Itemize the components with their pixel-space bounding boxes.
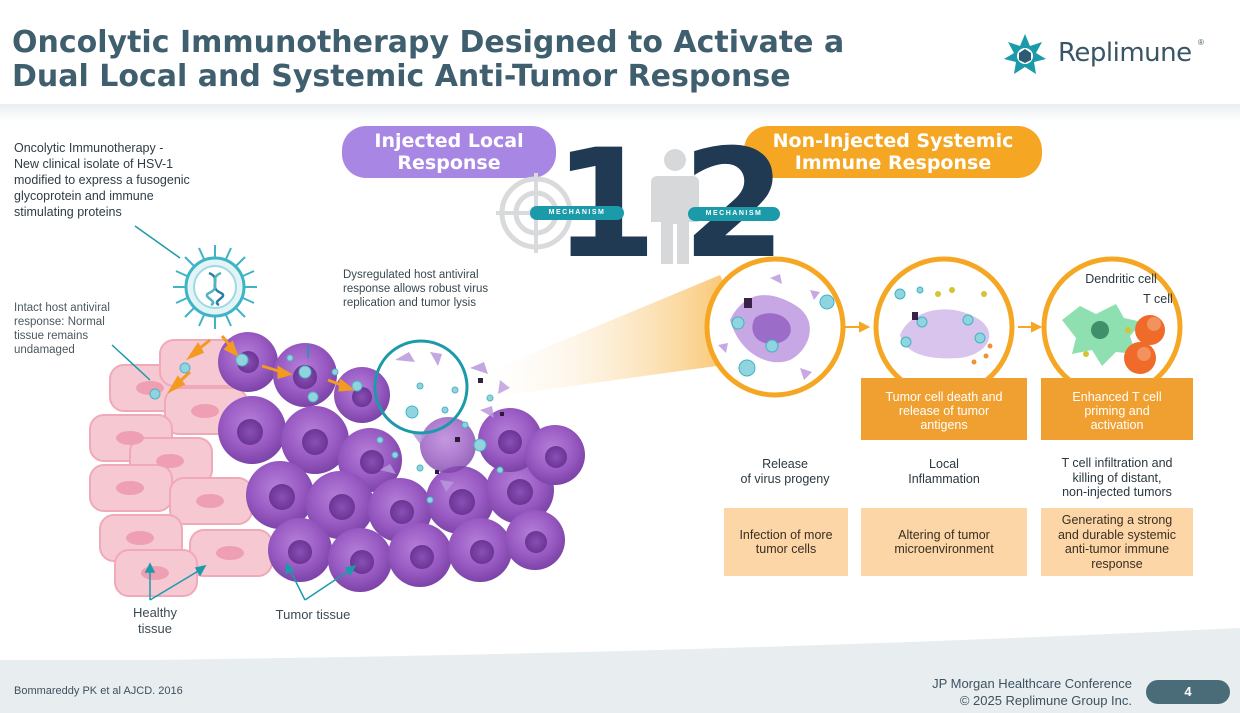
virus-note-line: glycoprotein and immune <box>14 189 154 203</box>
dendritic-cell-label: Dendritic cell <box>1085 272 1157 286</box>
local-inflammation-label: Local Inflammation <box>874 457 1014 486</box>
label-line: T cell infiltration and <box>1061 456 1173 470</box>
host-note-line: undamaged <box>14 344 75 356</box>
tumor-cells <box>218 332 585 592</box>
label-line: Release <box>762 457 808 471</box>
label-line: Inflammation <box>908 471 980 486</box>
healthy-label-line: Healthy <box>132 605 178 620</box>
label-line: Local <box>929 457 959 471</box>
title-line-1: Oncolytic Immunotherapy Designed to Acti… <box>12 25 845 60</box>
page-title: Oncolytic Immunotherapy Designed to Acti… <box>12 26 912 94</box>
host-response-note: Intact host antiviral response: Normal t… <box>14 301 154 357</box>
conference-name: JP Morgan Healthcare Conference <box>932 676 1132 691</box>
virus-note-line: Oncolytic Immunotherapy - <box>14 141 164 155</box>
zoom-circle <box>373 339 469 435</box>
citation: Bommareddy PK et al AJCD. 2016 <box>14 685 183 697</box>
tumor-tissue-label: Tumor tissue <box>275 607 351 622</box>
mechanism-tag-2: MECHANISM <box>688 207 780 221</box>
box-line: anti-tumor immune <box>1064 542 1170 556</box>
virus-note-line: stimulating proteins <box>14 205 122 219</box>
box-line: Tumor cell death and <box>885 390 1003 404</box>
healthy-label-line: tissue <box>138 621 172 636</box>
t-cell-priming-box: Enhanced T cell priming and activation <box>1041 378 1193 440</box>
footer <box>0 660 1240 713</box>
microenvironment-box: Altering of tumor microenvironment <box>861 508 1027 576</box>
page-number: 4 <box>1146 680 1230 704</box>
host-note-line: tissue remains <box>14 330 89 342</box>
logo-mark-icon <box>1004 34 1046 74</box>
label-line: killing of distant, <box>1072 470 1162 485</box>
release-progeny-label: Release of virus progeny <box>715 457 855 486</box>
infection-more-cells-box: Infection of more tumor cells <box>724 508 848 576</box>
box-line: and durable systemic <box>1057 527 1177 542</box>
box-line: microenvironment <box>894 542 994 556</box>
systemic-title-line: Immune Response <box>794 152 992 174</box>
box-line: tumor cells <box>755 542 817 556</box>
tumor-death-box: Tumor cell death and release of tumor an… <box>861 378 1027 440</box>
box-line: Generating a strong <box>1061 513 1173 527</box>
systemic-title-line: Non-Injected Systemic <box>772 130 1014 152</box>
host-note-line: Intact host antiviral <box>14 302 110 314</box>
dysregulated-note-line: replication and tumor lysis <box>343 297 476 309</box>
virus-particles <box>149 353 504 504</box>
mechanism-number-1: 1 <box>553 118 657 292</box>
label-line: of virus progeny <box>740 471 830 486</box>
hsv-virus-icon <box>173 245 257 329</box>
systemic-response-pill: Non-Injected Systemic Immune Response <box>744 126 1042 178</box>
dysregulated-note-line: Dysregulated host antiviral <box>343 269 479 281</box>
mechanism-number-2: 2 <box>682 118 786 292</box>
zoom-beam <box>468 275 760 400</box>
t-cell-infiltration-label: T cell infiltration and killing of dista… <box>1036 456 1198 500</box>
healthy-tissue-label: Healthy tissue <box>110 605 200 637</box>
box-line: antigens <box>920 418 968 432</box>
box-line: priming and <box>1084 404 1150 418</box>
conference-info: JP Morgan Healthcare Conference © 2025 R… <box>932 675 1132 709</box>
t-cell-label: T cell <box>1143 292 1173 306</box>
header: Oncolytic Immunotherapy Designed to Acti… <box>0 0 1240 104</box>
pointer-lines <box>111 225 357 601</box>
local-title-line: Response <box>397 152 501 174</box>
logo-text: Replimune <box>1058 38 1192 68</box>
host-note-line: response: Normal <box>14 316 105 328</box>
virus-description: Oncolytic Immunotherapy - New clinical i… <box>14 140 254 220</box>
label-line: non-injected tumors <box>1062 485 1172 499</box>
box-line: activation <box>1090 418 1144 432</box>
box-line: release of tumor <box>898 404 990 418</box>
copyright: © 2025 Replimune Group Inc. <box>959 693 1132 708</box>
box-line: response <box>1091 556 1143 571</box>
box-line: Enhanced T cell <box>1072 390 1162 404</box>
title-line-2: Dual Local and Systemic Anti-Tumor Respo… <box>12 59 791 94</box>
footer-wave <box>0 628 1240 668</box>
stage-circles <box>704 256 1183 398</box>
virus-note-line: New clinical isolate of HSV-1 <box>14 157 174 171</box>
infection-arrows <box>167 335 355 394</box>
person-icon <box>651 149 699 264</box>
dysregulated-note: Dysregulated host antiviral response all… <box>343 268 543 310</box>
logo-registered-mark: ® <box>1198 38 1204 47</box>
systemic-response-box: Generating a strong and durable systemic… <box>1041 508 1193 576</box>
mechanism-tag-1: MECHANISM <box>530 206 624 220</box>
box-line: Infection of more <box>739 527 833 542</box>
dysregulated-note-line: response allows robust virus <box>343 283 489 295</box>
replimune-logo: Replimune ® <box>1002 32 1212 78</box>
box-line: Altering of tumor <box>898 527 990 542</box>
local-title-line: Injected Local <box>374 130 524 152</box>
header-band <box>0 104 1240 122</box>
virus-note-line: modified to express a fusogenic <box>14 173 190 187</box>
injected-local-response-pill: Injected Local Response <box>342 126 556 178</box>
